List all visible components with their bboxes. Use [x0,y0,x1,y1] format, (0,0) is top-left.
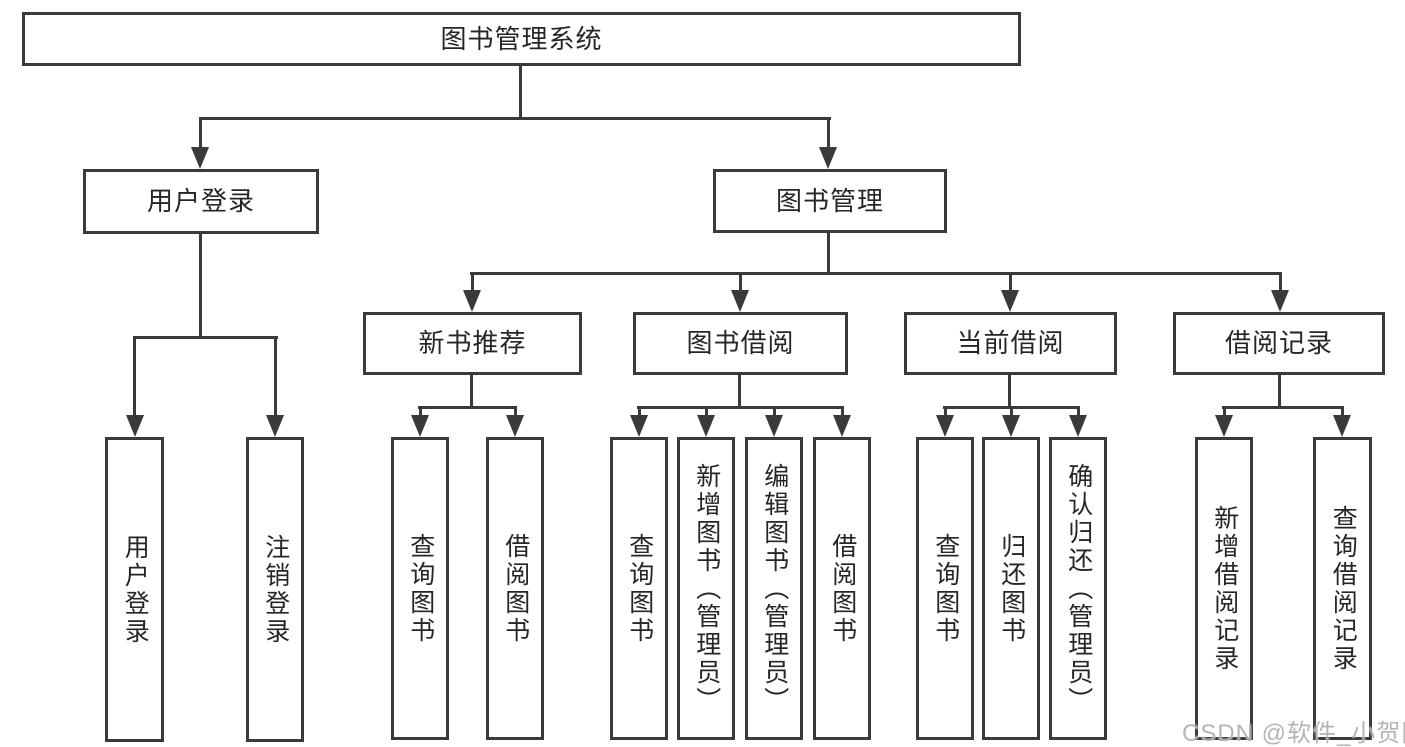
connector-root-bar [199,117,831,120]
leaf-confirm-return-admin: 确认归还（管理员） [1049,437,1107,740]
connector-g3-c1-shaft [944,406,947,417]
arrow-mgmt-child2-icon [731,290,749,312]
leaf-query-borrow-record: 查询借阅记录 [1313,437,1372,740]
leaf-add-book-admin: 新增图书（管理员） [677,437,735,740]
arrow-g4-c1-icon [1215,415,1233,437]
arrow-to-mgmt-icon [819,147,837,169]
leaf-query-books-3: 查询图书 [916,437,974,740]
connector-g2-bar [637,406,844,409]
arrow-login-child2-icon [266,415,284,437]
connector-g1-bar [418,406,517,409]
leaf-add-borrow-record: 新增借阅记录 [1195,437,1253,740]
connector-g2-c4-shaft [841,406,844,417]
leaf-logout: 注销登录 [246,437,304,742]
arrow-login-child1-icon [126,415,144,437]
connector-g3-stem [1008,375,1011,408]
node-library-system: 图书管理系统 [22,12,1021,66]
arrow-g2-c3-icon [765,415,783,437]
connector-login-stem [199,233,202,339]
node-current-borrow: 当前借阅 [904,312,1117,375]
node-user-login: 用户登录 [83,169,319,234]
arrow-g3-c2-icon [1002,415,1020,437]
arrow-g3-c3-icon [1069,415,1087,437]
leaf-query-books-1: 查询图书 [391,437,449,740]
arrow-g2-c1-icon [630,415,648,437]
arrow-to-login-icon [191,147,209,169]
arrow-g3-c1-icon [936,415,954,437]
arrow-g1-c2-icon [506,415,524,437]
connector-login-child2-shaft [274,336,277,417]
arrow-g2-c2-icon [697,415,715,437]
leaf-user-login: 用户登录 [105,437,164,742]
leaf-return-book: 归还图书 [982,437,1040,740]
arrow-g4-c2-icon [1333,415,1351,437]
connector-to-mgmt-shaft [827,117,830,149]
leaf-edit-book-admin: 编辑图书（管理员） [745,437,803,740]
connector-g3-c3-shaft [1077,406,1080,417]
arrow-mgmt-child3-icon [1001,290,1019,312]
node-new-book-recommend: 新书推荐 [363,312,582,375]
connector-mgmt-child4-shaft [1279,272,1282,292]
connector-g4-stem [1278,375,1281,408]
connector-g1-c2-shaft [514,406,517,417]
node-book-borrow: 图书借阅 [633,312,848,375]
csdn-watermark: CSDN @软件_小贺同学 [1182,720,1405,747]
connector-mgmt-child1-shaft [471,272,474,292]
connector-root-stem [519,64,522,120]
connector-g2-c2-shaft [705,406,708,417]
arrow-mgmt-child4-icon [1271,290,1289,312]
connector-mgmt-bar [470,272,1282,275]
connector-g2-c1-shaft [638,406,641,417]
arrow-mgmt-child1-icon [463,290,481,312]
connector-mgmt-stem [827,231,830,275]
leaf-query-books-2: 查询图书 [610,437,668,740]
connector-g3-c2-shaft [1010,406,1013,417]
leaf-borrow-books-2: 借阅图书 [813,437,871,740]
connector-mgmt-child3-shaft [1009,272,1012,292]
arrow-g2-c4-icon [833,415,851,437]
connector-g2-stem [738,375,741,408]
arrow-g1-c1-icon [411,415,429,437]
connector-g4-c1-shaft [1223,406,1226,417]
connector-to-login-shaft [199,117,202,149]
connector-login-bar [133,336,278,339]
connector-g2-c3-shaft [773,406,776,417]
connector-g4-c2-shaft [1341,406,1344,417]
connector-g1-stem [470,375,473,408]
node-borrow-records: 借阅记录 [1173,312,1385,375]
connector-g1-c1-shaft [419,406,422,417]
connector-g4-bar [1222,406,1344,409]
connector-mgmt-child2-shaft [739,272,742,292]
node-book-management: 图书管理 [713,169,947,233]
leaf-borrow-books-1: 借阅图书 [486,437,544,740]
connector-login-child1-shaft [133,336,136,417]
